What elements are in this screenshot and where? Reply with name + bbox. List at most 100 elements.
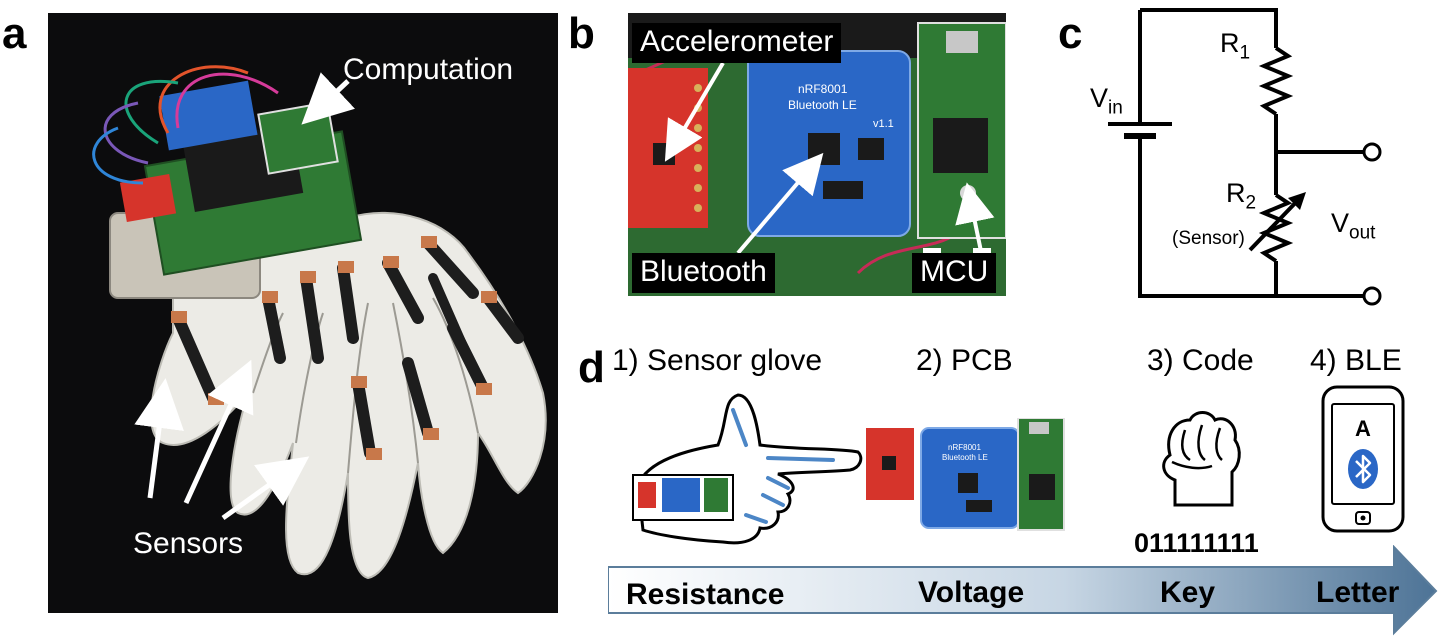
flow-arrow	[608, 545, 1438, 636]
code-value: 011111111	[1134, 528, 1259, 558]
copper-tab-10	[366, 448, 382, 460]
sketch-green-board	[704, 478, 728, 512]
mcu-label: MCU	[912, 253, 997, 293]
pcb-chip-text-2: Bluetooth LE	[942, 453, 988, 462]
hand-sign-sketch	[1162, 411, 1241, 507]
circuit-wire-left	[1138, 10, 1276, 298]
sensor-strip-10	[428, 273, 473, 363]
circuit-wire-top	[1140, 8, 1278, 48]
variable-arrow-head	[1288, 192, 1306, 210]
sketch-blue-board	[662, 478, 700, 512]
flow-label-letter: Letter	[1316, 576, 1400, 609]
step-label-3: 3) Code	[1147, 344, 1254, 377]
vout-terminal-bottom	[1362, 286, 1382, 306]
variable-arrow-shaft	[1248, 194, 1304, 252]
sensor-strip-8	[422, 237, 479, 299]
sensor-arrow-2	[183, 359, 254, 505]
flow-label-key: Key	[1160, 576, 1216, 609]
copper-tab-7	[383, 256, 399, 268]
ble-board	[159, 80, 258, 151]
sketch-sensor-1	[731, 408, 748, 447]
panel-label-b: b	[568, 9, 595, 58]
sensor-strip-11	[482, 292, 524, 344]
flow-label-resistance: Resistance	[626, 578, 785, 611]
sensor-strip-5	[352, 377, 376, 459]
copper-tab-9	[481, 291, 497, 303]
r1-sub: 1	[1239, 42, 1251, 64]
sensor-strip-3	[300, 272, 324, 364]
copper-tab-6	[351, 376, 367, 388]
step-label-4: 4) BLE	[1310, 344, 1402, 377]
sketch-red-board	[638, 482, 656, 508]
finger-seam-4	[392, 302, 419, 464]
sensor-strip-6	[382, 257, 424, 324]
sketch-sensor-3	[766, 476, 790, 490]
ble-main-chip	[808, 133, 840, 165]
copper-tab-11	[423, 428, 439, 440]
sensor-strip-4	[337, 262, 359, 344]
sensor-strip-2	[262, 292, 286, 364]
mcu-chip	[933, 118, 988, 173]
pcb-blue-chip	[958, 473, 978, 493]
step-label-2: 2) PCB	[916, 344, 1013, 377]
step-label-1: 1) Sensor glove	[612, 344, 823, 377]
vout-sub: out	[1349, 222, 1376, 244]
panel-label-a: a	[2, 9, 27, 58]
pcb-blue-crystal	[966, 500, 992, 512]
mcu-board	[257, 101, 339, 175]
vin-sub: in	[1108, 97, 1123, 119]
bluetooth-rune	[1355, 454, 1372, 484]
glove-sketch	[632, 393, 863, 545]
wire-5	[175, 72, 279, 129]
ble-crystal	[823, 181, 863, 199]
sensor-note: (Sensor)	[1172, 228, 1245, 249]
r2-label: R2	[1226, 178, 1256, 213]
copper-tab-3	[262, 291, 278, 303]
thumb-line	[1171, 460, 1213, 470]
pcb-green-board	[1017, 418, 1065, 531]
resistor-r1	[1258, 46, 1294, 116]
bluetooth-arrow	[736, 152, 824, 255]
vout-main: V	[1331, 208, 1350, 238]
phone-letter: A	[1355, 416, 1371, 441]
accelerometer-arrow	[664, 61, 725, 162]
r2-main: R	[1226, 178, 1246, 208]
ble-regulator	[858, 138, 884, 160]
panel-label-c: c	[1058, 9, 1083, 58]
resistor-r2	[1258, 193, 1294, 263]
flow-arrow-shape	[608, 545, 1438, 636]
r1-main: R	[1220, 28, 1240, 58]
ble-chip-text-1: nRF8001	[798, 82, 848, 96]
accelerometer-label: Accelerometer	[632, 23, 842, 63]
copper-tab-4	[300, 271, 316, 283]
finger-line-3	[1215, 427, 1223, 461]
pcb-photo: nRF8001 Bluetooth LE v1.1 Accelerometer …	[628, 13, 1006, 296]
sensor-arrow-3	[221, 456, 310, 521]
finger-seam-1	[252, 312, 284, 394]
voltage-divider-circuit	[1108, 8, 1382, 306]
flow-label-voltage: Voltage	[918, 576, 1025, 609]
pcb-boards-sketch: nRF8001 Bluetooth LE	[866, 418, 1065, 531]
panel-label-d: d	[578, 343, 605, 392]
glove-photo: Computation Sensors	[48, 13, 558, 613]
pcb-chip-text-1: nRF8001	[948, 443, 981, 452]
pcb-usb	[1029, 422, 1049, 434]
copper-tab-8	[421, 236, 437, 248]
usb-connector	[946, 31, 978, 53]
mcu-arrow	[955, 182, 995, 262]
computation-arrow	[301, 72, 355, 125]
pcb-red-chip	[882, 456, 896, 470]
ble-chip-text-3: v1.1	[873, 118, 894, 130]
phone-sketch: A	[1321, 385, 1405, 533]
pcb-green-chip	[1029, 474, 1055, 500]
sensor-strip-7	[402, 357, 434, 439]
r1-label: R1	[1220, 28, 1251, 64]
sensor-strip-1	[172, 312, 219, 404]
vin-label: Vin	[1090, 85, 1123, 119]
accel-board	[119, 173, 177, 223]
sensors-label: Sensors	[133, 527, 244, 560]
sketch-sensor-5	[744, 513, 768, 524]
computation-label: Computation	[343, 53, 514, 86]
vout-label: Vout	[1331, 208, 1376, 244]
finger-line-1	[1181, 429, 1191, 462]
